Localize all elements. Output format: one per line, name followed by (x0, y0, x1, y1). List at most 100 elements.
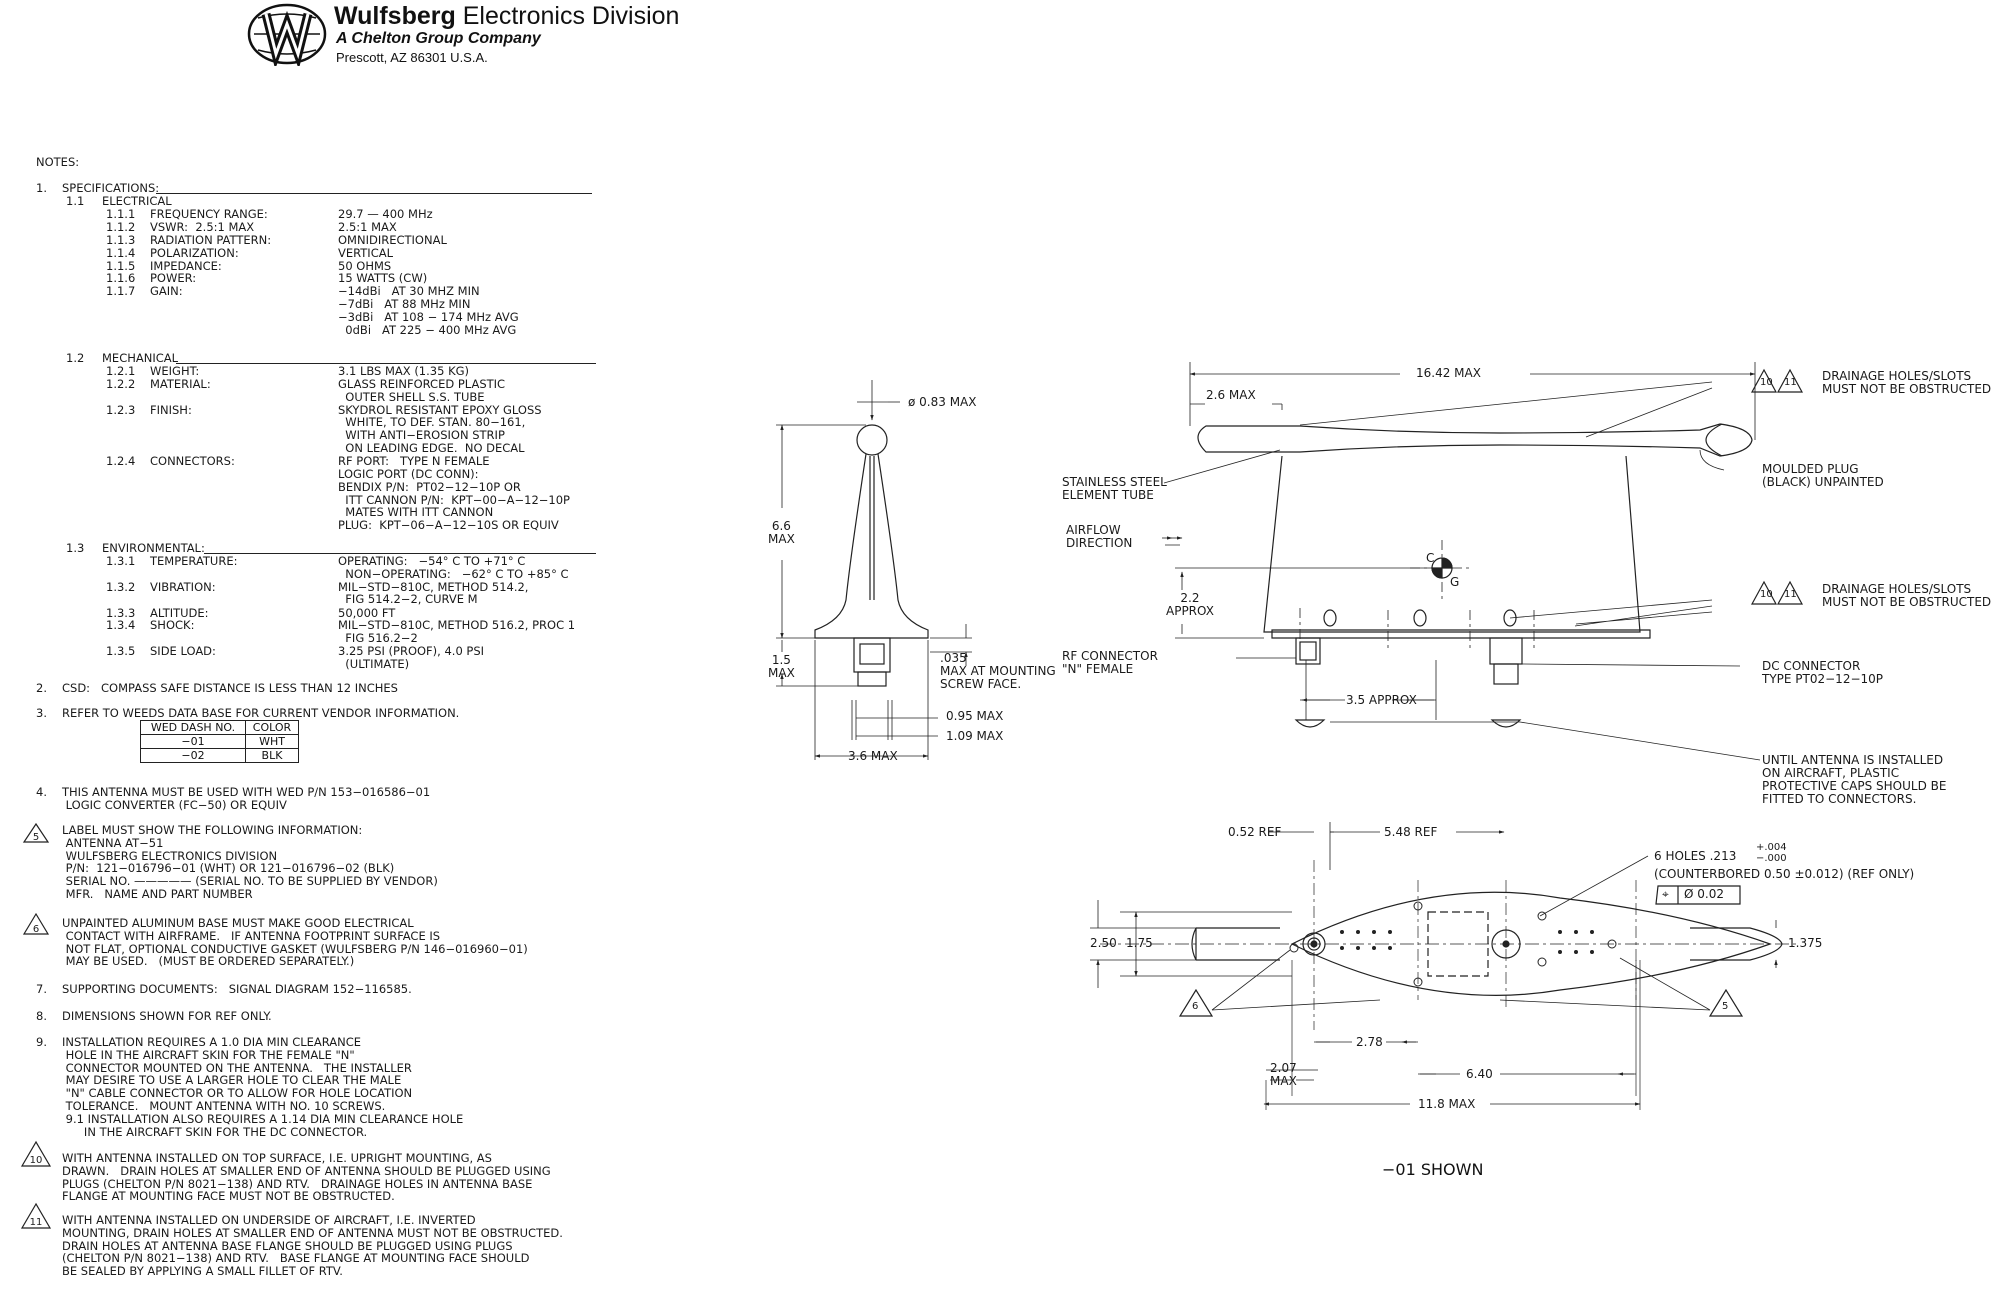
side-flag-10-label-2: 10 (1760, 589, 1773, 600)
flag-triangle-6-icon (1178, 988, 1214, 1017)
bottom-pos-tol-label: Ø 0.02 (1684, 887, 1724, 901)
spec-row-value: SKYDROL RESISTANT EPOXY GLOSS WHITE, TO … (338, 402, 542, 455)
spec-row-value: MIL−STD−810C, METHOD 516.2, PROC 1 FIG 5… (338, 618, 576, 646)
spec-row-value: 15 WATTS (CW) (338, 271, 428, 286)
side-length-label: 16.42 MAX (1416, 366, 1481, 380)
note-8-text: DIMENSIONS SHOWN FOR REF ONLY. (62, 1009, 272, 1023)
table-header: COLOR (245, 720, 299, 735)
side-flag-11-label: 11 (1784, 377, 1797, 388)
spec-row-label: SHOCK: (150, 618, 195, 633)
note-2-text: CSD: COMPASS SAFE DISTANCE IS LESS THAN … (62, 681, 398, 695)
section-label: ELECTRICAL (102, 194, 172, 208)
spec-row-value: OMNIDIRECTIONAL (338, 232, 447, 247)
spec-row-value: OPERATING: −54° C TO +71° C NON−OPERATIN… (338, 553, 569, 581)
front-095-label: 0.95 MAX (946, 709, 1004, 723)
side-cg-c: C (1426, 551, 1435, 565)
bottom-tol-plus: +.004 (1756, 842, 1787, 853)
bottom-207-label: 2.07 MAX (1270, 1061, 1297, 1088)
view-caption: −01 SHOWN (1382, 1160, 1484, 1179)
front-base-height-label: 1.5 MAX (768, 653, 795, 680)
front-dia-label: ø 0.83 MAX (908, 395, 977, 409)
side-view (1162, 362, 1804, 761)
spec-row-num: 1.1.7 (106, 284, 136, 299)
spec-row-num: 1.2.4 (106, 454, 136, 469)
section-num: 1.2 (66, 351, 85, 365)
spec-row-label: SIDE LOAD: (150, 644, 216, 659)
spec-row-num: 1.1.6 (106, 271, 136, 286)
bottom-view (1090, 822, 1800, 1110)
wulfsberg-logo (247, 3, 327, 66)
side-35-label: 3.5 APPROX (1346, 693, 1417, 707)
bottom-flag-5-label: 5 (1722, 1001, 1729, 1012)
spec-row-label: CONNECTORS: (150, 454, 235, 469)
table-header-row: WED DASH NO. COLOR (140, 720, 299, 735)
spec-row-num: 1.3.3 (106, 605, 136, 620)
side-drain-bot-label: DRAINAGE HOLES/SLOTS MUST NOT BE OBSTRUC… (1822, 582, 1992, 609)
side-caps-label: UNTIL ANTENNA IS INSTALLED ON AIRCRAFT, … (1762, 753, 1947, 806)
side-tube-label: STAINLESS STEEL ELEMENT TUBE (1062, 475, 1167, 502)
spec-row-num: 1.1.2 (106, 219, 136, 234)
spec-row-value: 50 OHMS (338, 258, 392, 273)
side-rf-label: RF CONNECTOR "N" FEMALE (1062, 649, 1158, 676)
section-num: 1.1 (66, 194, 85, 208)
bottom-640-label: 6.40 (1466, 1067, 1493, 1081)
front-face-label: .035 MAX AT MOUNTING SCREW FACE. (940, 651, 1056, 691)
bottom-250-label: 2.50 (1090, 936, 1117, 950)
spec-row-label: ALTITUDE: (150, 605, 209, 620)
table-cell: BLK (245, 748, 299, 763)
spec-row-value: −14dBi AT 30 MHZ MIN −7dBi AT 88 MHz MIN… (338, 284, 519, 337)
spec-row-num: 1.1.5 (106, 258, 136, 273)
flag-triangle-5-icon (1708, 988, 1744, 1017)
spec-row-value: RF PORT: TYPE N FEMALE LOGIC PORT (DC CO… (338, 454, 570, 533)
spec-row-label: MATERIAL: (150, 376, 211, 391)
note-3-num: 3. (36, 706, 47, 720)
note-9-num: 9. (36, 1035, 47, 1049)
spec-row-label: VIBRATION: (150, 579, 216, 594)
brand-address: Prescott, AZ 86301 U.S.A. (336, 50, 488, 65)
bottom-1375-label: 1.375 (1788, 936, 1823, 950)
spec-row-label: VSWR: 2.5:1 MAX (150, 219, 255, 234)
spec-row-label: POWER: (150, 271, 197, 286)
side-flag-11-label-2: 11 (1784, 589, 1797, 600)
side-cg-g: G (1450, 575, 1460, 589)
spec-row-num: 1.2.3 (106, 402, 136, 417)
spec-row-label: WEIGHT: (150, 363, 200, 378)
note-1-num: 1. (36, 181, 47, 195)
spec-row-label: FREQUENCY RANGE: (150, 206, 268, 221)
spec-row-value: MIL−STD−810C, METHOD 514.2, FIG 514.2−2,… (338, 579, 529, 607)
bottom-holes-label: 6 HOLES .213 (1654, 849, 1737, 863)
bottom-cbore-label: (COUNTERBORED 0.50 ±0.012) (REF ONLY) (1654, 867, 1915, 881)
side-drain-top-label: DRAINAGE HOLES/SLOTS MUST NOT BE OBSTRUC… (1822, 369, 1992, 396)
note-8-num: 8. (36, 1009, 47, 1023)
note-9-text: INSTALLATION REQUIRES A 1.0 DIA MIN CLEA… (62, 1035, 464, 1139)
note-4-num: 4. (36, 785, 47, 799)
wed-dash-table: WED DASH NO. COLOR −01 WHT −02 BLK (140, 720, 299, 763)
spec-row-label: POLARIZATION: (150, 245, 239, 260)
spec-row-num: 1.3.4 (106, 618, 136, 633)
spec-row-num: 1.1.1 (106, 206, 136, 221)
brand-subtitle: A Chelton Group Company (336, 30, 541, 47)
side-tip-label: 2.6 MAX (1206, 388, 1256, 402)
note-7-text: SUPPORTING DOCUMENTS: SIGNAL DIAGRAM 152… (62, 982, 412, 996)
spec-row-value: VERTICAL (338, 245, 394, 260)
bottom-278-label: 2.78 (1356, 1035, 1383, 1049)
bottom-flag-6-label: 6 (1192, 1001, 1199, 1012)
front-view (776, 380, 972, 760)
brand-name: Wulfsberg (334, 2, 456, 30)
front-height-label: 6.6 MAX (768, 519, 795, 546)
spec-row-value: 50,000 FT (338, 605, 396, 620)
spec-row-num: 1.1.4 (106, 245, 136, 260)
bottom-052-label: 0.52 REF (1228, 825, 1282, 839)
side-airflow-label: AIRFLOW DIRECTION (1066, 523, 1133, 550)
spec-row-num: 1.3.2 (106, 579, 136, 594)
spec-row-value: 3.1 LBS MAX (1.35 KG) (338, 363, 470, 378)
note-4-text: THIS ANTENNA MUST BE USED WITH WED P/N 1… (62, 785, 431, 812)
bottom-175-label: 1.75 (1126, 936, 1153, 950)
spec-row-num: 1.3.1 (106, 553, 136, 568)
side-dc-label: DC CONNECTOR TYPE PT02−12−10P (1762, 659, 1884, 686)
note-10-text: WITH ANTENNA INSTALLED ON TOP SURFACE, I… (62, 1151, 551, 1204)
spec-row-num: 1.3.5 (106, 644, 136, 659)
side-flag-10-label: 10 (1760, 377, 1773, 388)
side-approx-label: 2.2 APPROX (1166, 591, 1214, 618)
